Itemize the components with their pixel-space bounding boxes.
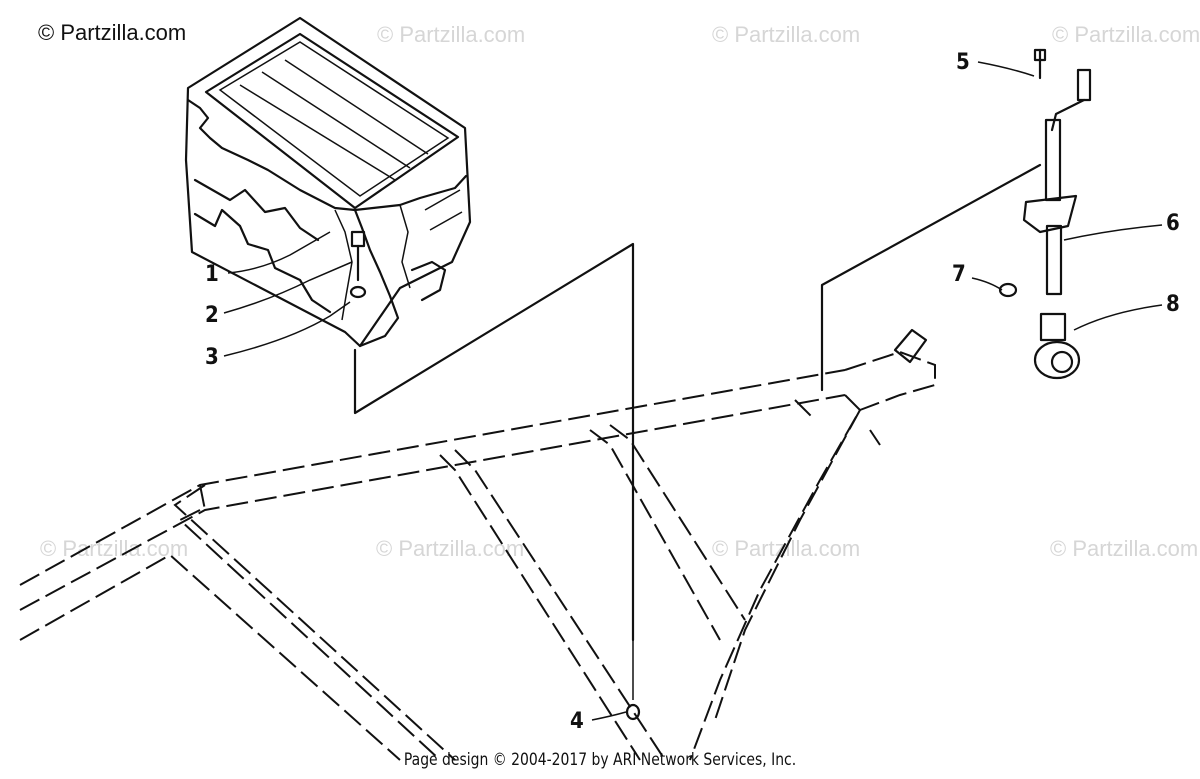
callout-1: 1: [205, 262, 219, 287]
nut-drawing: [998, 282, 1018, 298]
callout-4: 4: [570, 709, 584, 734]
nut-drawing: [625, 640, 641, 721]
callout-leaders: [223, 61, 1163, 721]
watermark: © Partzilla.com: [712, 22, 861, 47]
page-footer: Page design © 2004-2017 by ARI Network S…: [403, 750, 797, 770]
leader-jack-mount: [820, 163, 1042, 392]
leader-battery-mount: [353, 242, 635, 642]
callout-5: 5: [956, 50, 970, 75]
watermark: © Partzilla.com: [40, 536, 189, 561]
battery-box-drawing: [184, 16, 472, 348]
callout-7: 7: [952, 262, 966, 287]
callout-2: 2: [205, 303, 219, 328]
watermark: © Partzilla.com: [1050, 536, 1199, 561]
trailer-frame-drawing: [19, 328, 936, 761]
callout-3: 3: [205, 345, 219, 370]
watermark: © Partzilla.com: [1052, 22, 1200, 47]
partzilla-brand: © Partzilla.com: [38, 20, 187, 45]
callout-6: 6: [1166, 211, 1180, 236]
callout-8: 8: [1166, 292, 1180, 317]
jack-stand-drawing: [1022, 48, 1092, 380]
watermark: © Partzilla.com: [377, 22, 526, 47]
bolt-and-washer-drawing: [349, 230, 367, 299]
